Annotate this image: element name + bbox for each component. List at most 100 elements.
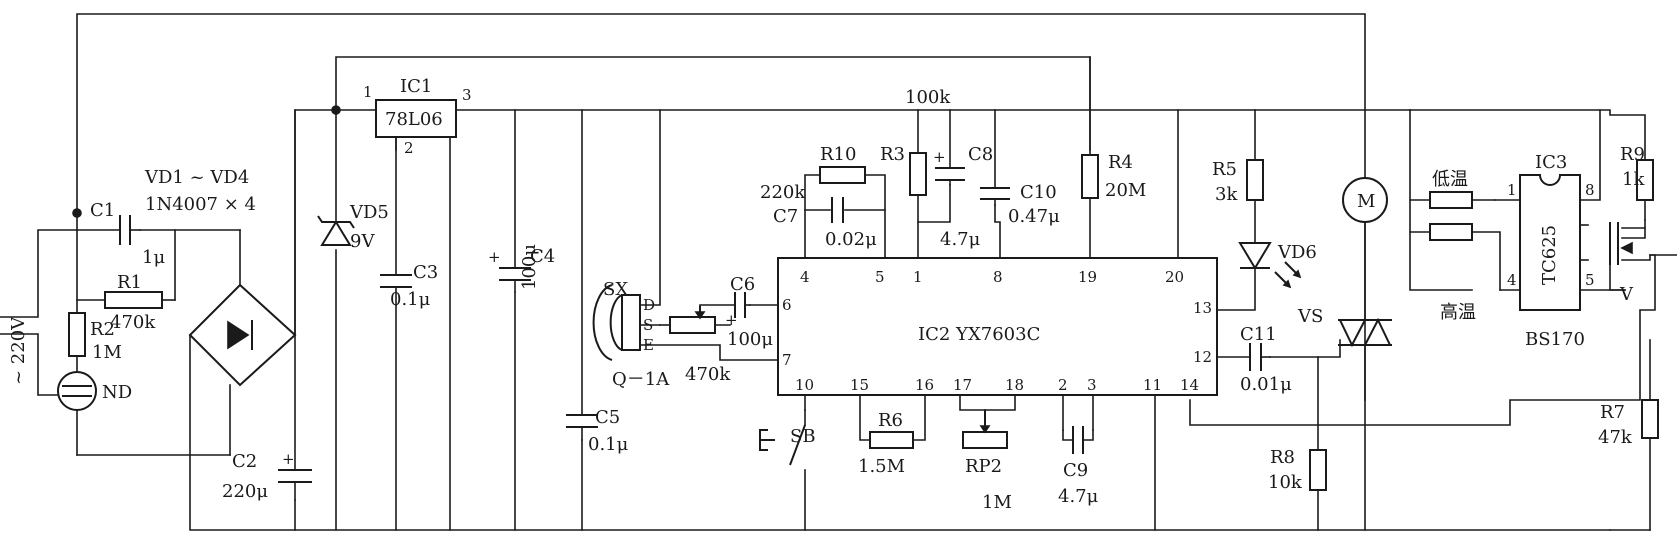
- label-ic1-pin3: 3: [462, 86, 472, 104]
- label-ic2-pin11: 11: [1143, 376, 1162, 394]
- label-ic2-pin17: 17: [953, 376, 972, 394]
- label-ic2-pin6: 6: [782, 296, 792, 314]
- label-r4: R4: [1108, 152, 1133, 173]
- label-c5-val: 0.1μ: [588, 434, 629, 455]
- label-sb: SB: [790, 426, 816, 447]
- label-r6: R6: [878, 410, 903, 431]
- bridge-rectifier-vd1-vd4: [188, 283, 297, 387]
- label-c6: C6: [730, 274, 755, 295]
- label-pot-val: 470k: [685, 364, 731, 385]
- label-bs170: BS170: [1525, 329, 1585, 350]
- potentiometer-470k: [669, 306, 716, 334]
- resistor-r4: [1081, 154, 1099, 199]
- label-r7: R7: [1600, 402, 1625, 423]
- label-c3: C3: [413, 262, 438, 283]
- label-ic2-pin14: 14: [1180, 376, 1199, 394]
- label-ic3-pin4: 4: [1507, 271, 1517, 289]
- label-ic2-pin10: 10: [795, 376, 814, 394]
- label-r6-val: 1.5M: [858, 456, 905, 477]
- capacitor-c4: +: [488, 248, 531, 293]
- switch-sb[interactable]: [759, 424, 806, 466]
- label-ic1-pin1: 1: [363, 83, 373, 101]
- label-vd5: VD5: [349, 202, 389, 223]
- label-ic3: IC3: [1535, 152, 1567, 173]
- capacitor-c2: +: [278, 450, 312, 501]
- label-ic2-pin2: 2: [1058, 376, 1068, 394]
- label-r7-val: 47k: [1598, 427, 1633, 448]
- label-sx: SX: [603, 279, 628, 300]
- svg-text:+: +: [933, 148, 946, 166]
- label-sx-e: E: [643, 336, 654, 354]
- resistor-r2: [68, 312, 86, 357]
- label-nd: ND: [102, 382, 132, 403]
- neon-lamp-nd: [57, 371, 97, 411]
- label-c4: C4: [530, 246, 555, 267]
- label-ic1-part: 78L06: [385, 109, 443, 130]
- label-ic2-pin15: 15: [850, 376, 869, 394]
- label-ic3-pin5: 5: [1585, 271, 1595, 289]
- label-motor: M: [1357, 191, 1375, 212]
- label-c7: C7: [773, 206, 798, 227]
- resistor-r6: [869, 431, 914, 449]
- triac-vs: [1338, 317, 1392, 348]
- capacitor-c10: [980, 187, 1010, 206]
- label-sx-d: D: [643, 296, 655, 314]
- label-high-temp: 高温: [1440, 302, 1476, 323]
- label-r3: R3: [880, 144, 905, 165]
- label-ic2-pin12: 12: [1193, 348, 1212, 366]
- label-ic2-pin5: 5: [875, 268, 885, 286]
- wires: [0, 13, 1677, 531]
- label-vd1-vd4-part: 1N4007 × 4: [145, 194, 256, 215]
- label-c1: C1: [90, 200, 115, 221]
- label-c7-val: 0.02μ: [825, 229, 877, 250]
- label-ic2-pin19: 19: [1078, 268, 1097, 286]
- label-r9-val: 1k: [1622, 169, 1645, 190]
- label-rp2: RP2: [965, 456, 1002, 477]
- led-vd6: [1238, 242, 1302, 289]
- label-r4-val: 20M: [1105, 180, 1146, 201]
- label-c8-val: 4.7μ: [940, 229, 981, 250]
- label-c5: C5: [595, 407, 620, 428]
- junction-dots: [72, 105, 341, 218]
- label-c10: C10: [1020, 182, 1057, 203]
- label-r3-val: 100k: [905, 87, 951, 108]
- resistor-r8: [1309, 449, 1327, 491]
- resistor-r5: [1246, 159, 1264, 201]
- ic2-yx7603c: [777, 257, 1218, 396]
- label-c4-val: 100μ: [519, 244, 540, 290]
- label-c2-val: 220μ: [222, 481, 268, 502]
- label-ic3-part: TC625: [1539, 225, 1560, 285]
- resistor-r9: [1636, 159, 1654, 201]
- label-ic2: IC2 YX7603C: [918, 324, 1040, 345]
- label-ic2-pin16: 16: [915, 376, 934, 394]
- capacitor-c6: +: [725, 292, 751, 329]
- zener-diode-vd5: [317, 215, 355, 246]
- label-c8: C8: [968, 144, 993, 165]
- label-mosfet-v: V: [1619, 284, 1634, 305]
- label-r10-val: 220k: [760, 182, 806, 203]
- svg-text:+: +: [725, 311, 738, 329]
- resistor-r7: [1641, 399, 1659, 439]
- label-c9: C9: [1063, 460, 1088, 481]
- resistor-low-temp: [1429, 191, 1473, 209]
- label-ic2-pin7: 7: [782, 351, 792, 369]
- label-r2: R2: [90, 319, 115, 340]
- capacitor-c5: [566, 414, 598, 441]
- capacitor-c9: [1062, 426, 1094, 454]
- capacitor-c8: +: [933, 148, 965, 186]
- resistor-r3: [909, 152, 927, 196]
- label-q1a: Q－1A: [612, 369, 670, 390]
- label-sx-s: S: [643, 316, 653, 334]
- label-r1: R1: [117, 272, 142, 293]
- label-low-temp: 低温: [1432, 169, 1468, 190]
- potentiometer-rp2: [962, 410, 1008, 449]
- label-ic2-pin8: 8: [993, 268, 1003, 286]
- label-ic2-pin3: 3: [1087, 376, 1097, 394]
- label-ic2-pin20: 20: [1165, 268, 1184, 286]
- label-vd5-val: 9V: [350, 231, 375, 252]
- resistor-high-temp: [1429, 223, 1473, 241]
- capacitor-c1: [119, 215, 141, 245]
- label-ic2-pin18: 18: [1005, 376, 1024, 394]
- label-ic2-pin1: 1: [913, 268, 923, 286]
